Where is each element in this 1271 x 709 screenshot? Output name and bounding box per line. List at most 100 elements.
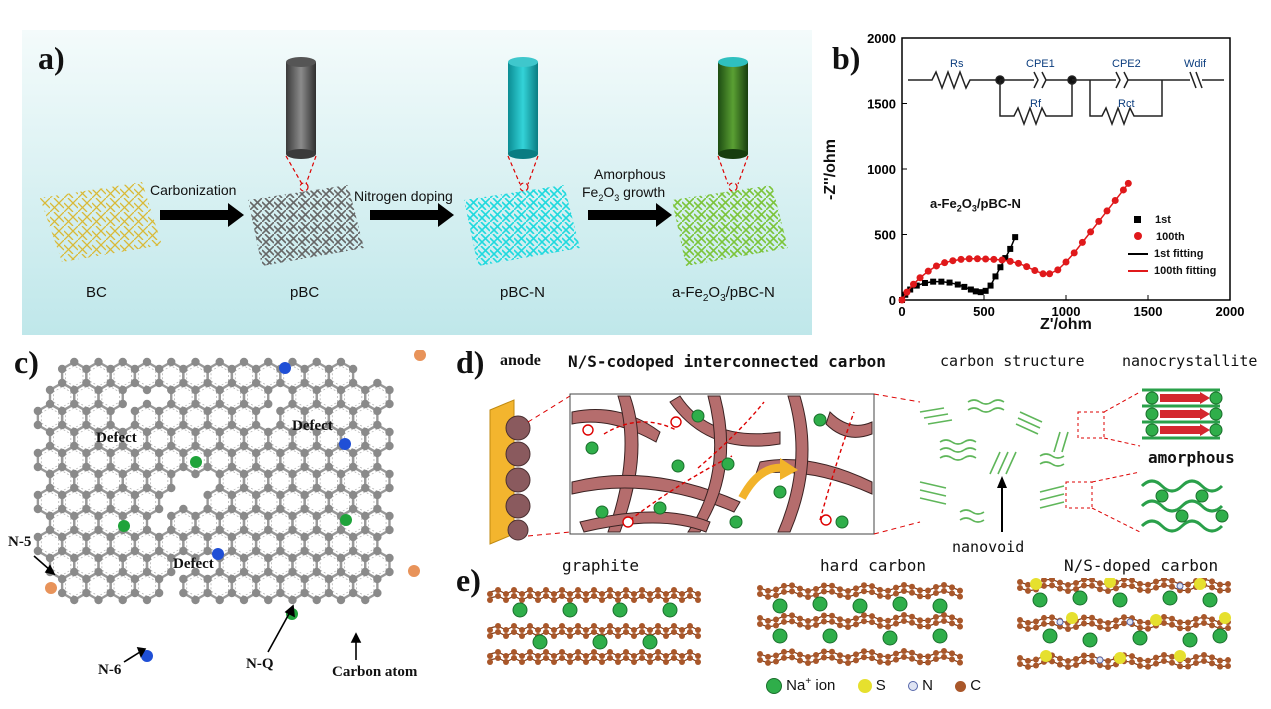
sodium-ion bbox=[1182, 632, 1198, 648]
carbon-atom-e bbox=[933, 656, 939, 663]
carbon-atom bbox=[33, 462, 43, 472]
carbon-atom-e bbox=[949, 656, 955, 663]
point-1st bbox=[997, 264, 1004, 271]
carbon-atom bbox=[82, 378, 91, 388]
carbon-atom-e bbox=[1145, 619, 1151, 626]
carbon-atom-e bbox=[655, 629, 661, 635]
carbon-atom bbox=[57, 504, 67, 514]
carbon-atom-e bbox=[671, 593, 677, 599]
nitrogen-atom bbox=[1176, 582, 1184, 590]
arrow-label-fe-growth: Fe2O3 growth bbox=[582, 184, 666, 203]
carbon-atom-e bbox=[877, 658, 883, 665]
graphene-lattice bbox=[33, 350, 426, 662]
amorphous bbox=[1140, 479, 1224, 533]
carbon-atom-e bbox=[495, 655, 501, 661]
circuit-cpe2: CPE2 bbox=[1112, 58, 1141, 70]
carbon-atom-e bbox=[1017, 661, 1023, 667]
carbon-atom-e bbox=[901, 582, 907, 589]
carbon-atom-e bbox=[1073, 585, 1079, 592]
nitrogen-dopant bbox=[340, 514, 352, 526]
carbon-atom-e bbox=[893, 590, 899, 597]
carbon-atom-e bbox=[845, 617, 851, 624]
carbon-atom bbox=[154, 532, 164, 542]
carbon-atom-e bbox=[519, 633, 525, 639]
point-1st bbox=[1012, 234, 1019, 241]
carbon-atom bbox=[57, 574, 67, 584]
carbon-atom-e bbox=[1073, 579, 1079, 586]
carbon-atom-e bbox=[511, 629, 517, 635]
y-tick-label: 1500 bbox=[867, 97, 896, 112]
carbon-atom bbox=[227, 574, 237, 584]
carbon-atom-e bbox=[1089, 620, 1095, 627]
carbon-atom bbox=[215, 567, 224, 577]
carbon-atom-e bbox=[663, 597, 669, 603]
point-100th bbox=[949, 257, 957, 265]
carbon-atom bbox=[154, 364, 164, 374]
point-1st bbox=[938, 278, 945, 285]
arrow-nitrogen bbox=[370, 203, 454, 227]
carbon-atom bbox=[227, 378, 237, 388]
carbon-atom bbox=[288, 567, 297, 577]
carbon-atom bbox=[203, 546, 212, 556]
carbon-atom-e bbox=[503, 627, 509, 633]
y-tick-label: 500 bbox=[874, 228, 896, 243]
carbon-atom bbox=[70, 483, 79, 493]
carbon-atom bbox=[227, 462, 237, 472]
carbon-atom bbox=[142, 469, 152, 479]
carbon-atom bbox=[167, 357, 176, 367]
carbon-atom bbox=[82, 420, 91, 430]
carbon-atom bbox=[118, 357, 127, 367]
carbon-atom bbox=[312, 595, 321, 605]
carbon-atom-e bbox=[1081, 620, 1087, 627]
carbon-atom bbox=[251, 378, 261, 388]
carbon-atom bbox=[82, 364, 91, 374]
carbon-atom-e bbox=[647, 597, 653, 603]
defect-label-1: Defect bbox=[96, 430, 137, 446]
carbon-atom bbox=[348, 588, 358, 598]
carbon-atom bbox=[191, 553, 200, 563]
carbon-atom bbox=[239, 553, 249, 563]
carbon-atom bbox=[45, 511, 55, 521]
carbon-atom-e bbox=[671, 623, 677, 629]
panel-d-graphics bbox=[489, 388, 1229, 545]
pbcn-mat bbox=[464, 185, 580, 266]
bc-mat bbox=[40, 182, 162, 262]
carbon-atom bbox=[94, 567, 103, 577]
carbon-structure bbox=[919, 399, 1069, 523]
carbon-atom bbox=[312, 427, 321, 437]
label-nq: N-Q bbox=[246, 656, 274, 672]
carbon-atom-e bbox=[1161, 614, 1167, 621]
carbon-atom bbox=[215, 469, 224, 479]
carbon-atom bbox=[33, 532, 43, 542]
carbon-atom bbox=[154, 574, 164, 584]
nitrogen-atom bbox=[1056, 618, 1064, 626]
carbon-atom bbox=[251, 364, 261, 374]
sulfur-atom bbox=[1066, 612, 1078, 624]
carbon-atom bbox=[45, 441, 55, 451]
carbon-atom-e bbox=[1049, 582, 1055, 589]
carbon-atom bbox=[118, 511, 127, 521]
carbon-atom bbox=[33, 420, 43, 430]
carbon-atom bbox=[106, 588, 115, 598]
carbon-atom-e bbox=[575, 655, 581, 661]
carbon-atom-e bbox=[957, 623, 963, 630]
carbon-atom bbox=[57, 364, 67, 374]
carbon-atom-e bbox=[829, 582, 835, 589]
carbon-atom bbox=[300, 448, 309, 458]
carbon-atom bbox=[336, 427, 346, 437]
carbon-atom-e bbox=[885, 587, 891, 594]
carbon-atom-e bbox=[495, 587, 501, 593]
carbon-atom bbox=[264, 511, 273, 521]
carbon-atom-e bbox=[861, 618, 867, 625]
carbon-atom bbox=[336, 525, 346, 535]
carbon-atom-e bbox=[1153, 584, 1159, 591]
sodium-ion bbox=[1112, 592, 1128, 608]
carbon-atom-e bbox=[781, 612, 787, 619]
carbon-atom-e bbox=[1017, 579, 1023, 585]
carbon-atom-e bbox=[527, 649, 533, 655]
carbon-atom-e bbox=[893, 650, 899, 657]
carbon-atom-e bbox=[805, 659, 811, 666]
carbon-atom-e bbox=[909, 589, 915, 596]
carbon-atom bbox=[348, 462, 358, 472]
carbon-atom-e bbox=[1065, 657, 1071, 664]
